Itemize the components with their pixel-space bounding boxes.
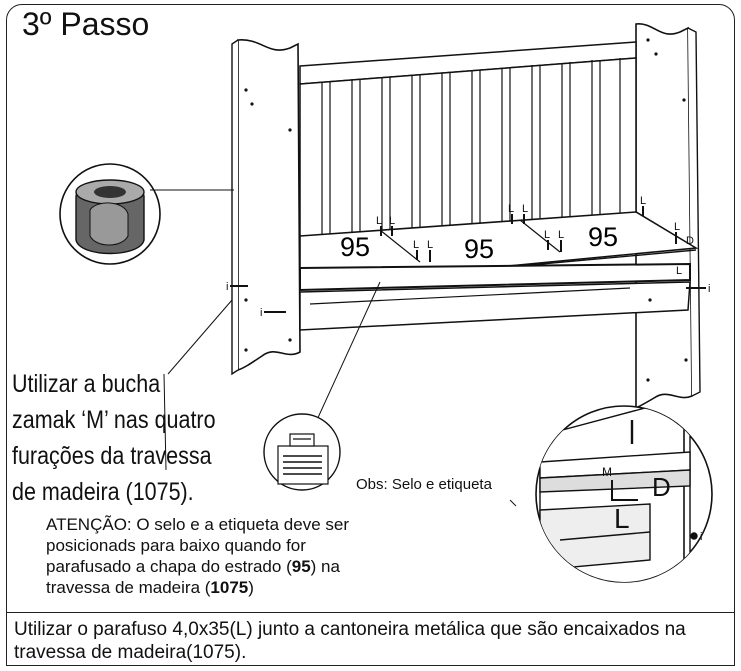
fastener-label-i: i — [260, 307, 262, 319]
screw-label-l: L — [674, 221, 680, 233]
screw-label-l: L — [558, 229, 564, 241]
attention-text: ) — [248, 578, 254, 597]
dimension-label-95: 95 — [340, 232, 370, 262]
attention-text: ) na travessa de madeira ( — [46, 557, 340, 597]
screw-label-l: L — [427, 239, 433, 251]
instruction-line: Utilizar a bucha — [12, 370, 161, 398]
footer-box — [6, 612, 735, 666]
instruction-line: zamak ‘M’ nas quatro — [12, 406, 216, 434]
screw-label-l: L — [376, 215, 382, 227]
detail-label-d: D — [652, 472, 671, 502]
dimension-label-95: 95 — [588, 222, 618, 252]
screw-label-l: L — [522, 203, 528, 215]
right-side-panel — [635, 23, 693, 410]
panel-holes — [244, 38, 688, 382]
step-title: 3º Passo — [22, 6, 150, 42]
obs-note: Obs: Selo e etiqueta — [356, 476, 492, 493]
screw-label-l: L — [389, 215, 395, 227]
fastener-label-i: i — [226, 281, 228, 293]
screw-markers — [380, 206, 677, 262]
instruction-line: furações da travessa — [12, 442, 212, 470]
screw-label-l: L — [544, 229, 550, 241]
attention-text: ATENÇÃO: O selo e a etiqueta deve ser po… — [46, 515, 349, 576]
screw-label-l: L — [640, 195, 646, 207]
detail-label-m: M — [602, 465, 612, 479]
slats — [321, 58, 621, 244]
right-side-panel-edge — [687, 27, 701, 397]
screw-label-l: L — [508, 203, 514, 215]
left-side-panel-edge — [231, 39, 239, 376]
label-sticker-icon — [263, 413, 341, 491]
instruction-text: Utilizar a bucha zamak ‘M’ nas quatro fu… — [12, 366, 216, 510]
dimension-label-95: 95 — [464, 234, 494, 264]
attention-bold: 95 — [291, 557, 311, 576]
detail-label-i: i — [700, 531, 702, 543]
attention-note: ATENÇÃO: O selo e a etiqueta deve ser po… — [46, 514, 376, 598]
diagram-frame — [6, 4, 735, 666]
footer-text: Utilizar o parafuso 4,0x35(L) junto a ca… — [14, 619, 686, 663]
instruction-line: de madeira (1075). — [12, 478, 194, 506]
screw-label-l: L — [413, 239, 419, 251]
screw-label-l: L — [676, 265, 682, 277]
bushing-detail-circle — [59, 163, 161, 265]
detail-label-l: L — [614, 503, 630, 534]
left-side-panel — [237, 39, 301, 372]
detail-zoom-circle: M D L i — [535, 405, 713, 583]
screw-label-d: D — [686, 235, 694, 247]
attention-bold: 1075 — [210, 578, 249, 597]
fastener-label-i: i — [708, 283, 710, 295]
wooden-rail — [299, 262, 691, 292]
